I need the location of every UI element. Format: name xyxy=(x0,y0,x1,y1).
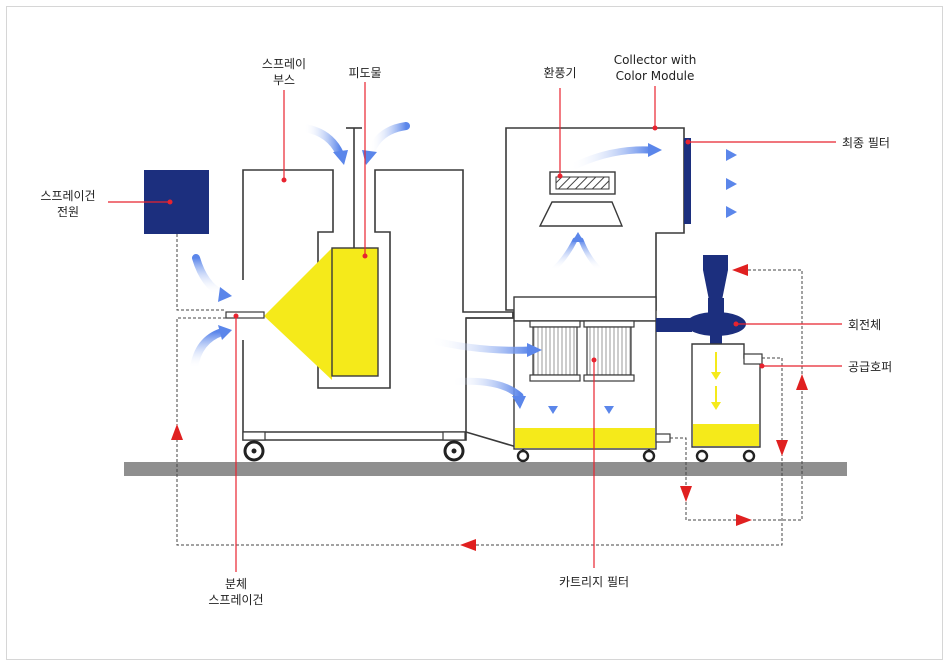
label-spray-booth-1: 스프레이 xyxy=(262,57,306,71)
collected-powder xyxy=(515,428,655,448)
hopper-powder xyxy=(693,424,759,446)
powder-falling-arrows xyxy=(711,352,721,410)
sieve-hopper xyxy=(703,255,728,300)
powder-spray-cone xyxy=(264,248,332,380)
flow-direction-arrows xyxy=(171,264,808,551)
ventilator-fan xyxy=(538,171,624,227)
label-workpiece: 피도물 xyxy=(348,66,381,80)
powder-outlet xyxy=(655,433,671,443)
booth-wheel-left xyxy=(242,431,266,462)
airflow-arrows xyxy=(190,122,737,414)
booth-opening xyxy=(241,280,246,340)
booth-base xyxy=(243,431,521,449)
booth-wheel-right xyxy=(442,431,466,462)
label-spray-power-1: 스프레이건 xyxy=(40,189,95,203)
hopper-port xyxy=(743,353,763,365)
rotor-neck xyxy=(708,298,724,314)
filter-plenum xyxy=(513,296,657,322)
cartridge-filter-right xyxy=(583,320,635,382)
collector-housing xyxy=(505,127,685,311)
spray-booth-body xyxy=(242,169,514,441)
label-final-filter: 최종 필터 xyxy=(842,136,890,150)
label-rotor: 회전체 xyxy=(848,318,881,332)
label-collector-2: Color Module xyxy=(616,69,695,83)
hopper-wheels xyxy=(695,449,756,463)
rotor xyxy=(686,312,746,336)
label-powder-gun-2: 스프레이건 xyxy=(208,593,263,607)
label-powder-gun-1: 분체 xyxy=(225,577,247,591)
label-spray-booth-2: 부스 xyxy=(273,73,295,87)
label-collector-1: Collector with xyxy=(614,53,697,67)
collector-wheels xyxy=(516,449,656,463)
connecting-duct xyxy=(466,312,514,319)
label-ventilator: 환풍기 xyxy=(543,66,576,80)
workpiece xyxy=(331,247,379,377)
floor xyxy=(124,462,847,476)
rotor-pipe xyxy=(656,318,692,332)
rotor-outlet xyxy=(710,334,722,344)
label-cartridge-filter: 카트리지 필터 xyxy=(559,575,629,589)
powder-spray-gun xyxy=(225,311,265,319)
final-filter xyxy=(684,138,691,224)
diagram-frame xyxy=(6,6,943,660)
label-leader-lines xyxy=(108,82,842,572)
label-supply-hopper: 공급호퍼 xyxy=(848,360,892,374)
label-spray-power-2: 전원 xyxy=(57,205,79,219)
